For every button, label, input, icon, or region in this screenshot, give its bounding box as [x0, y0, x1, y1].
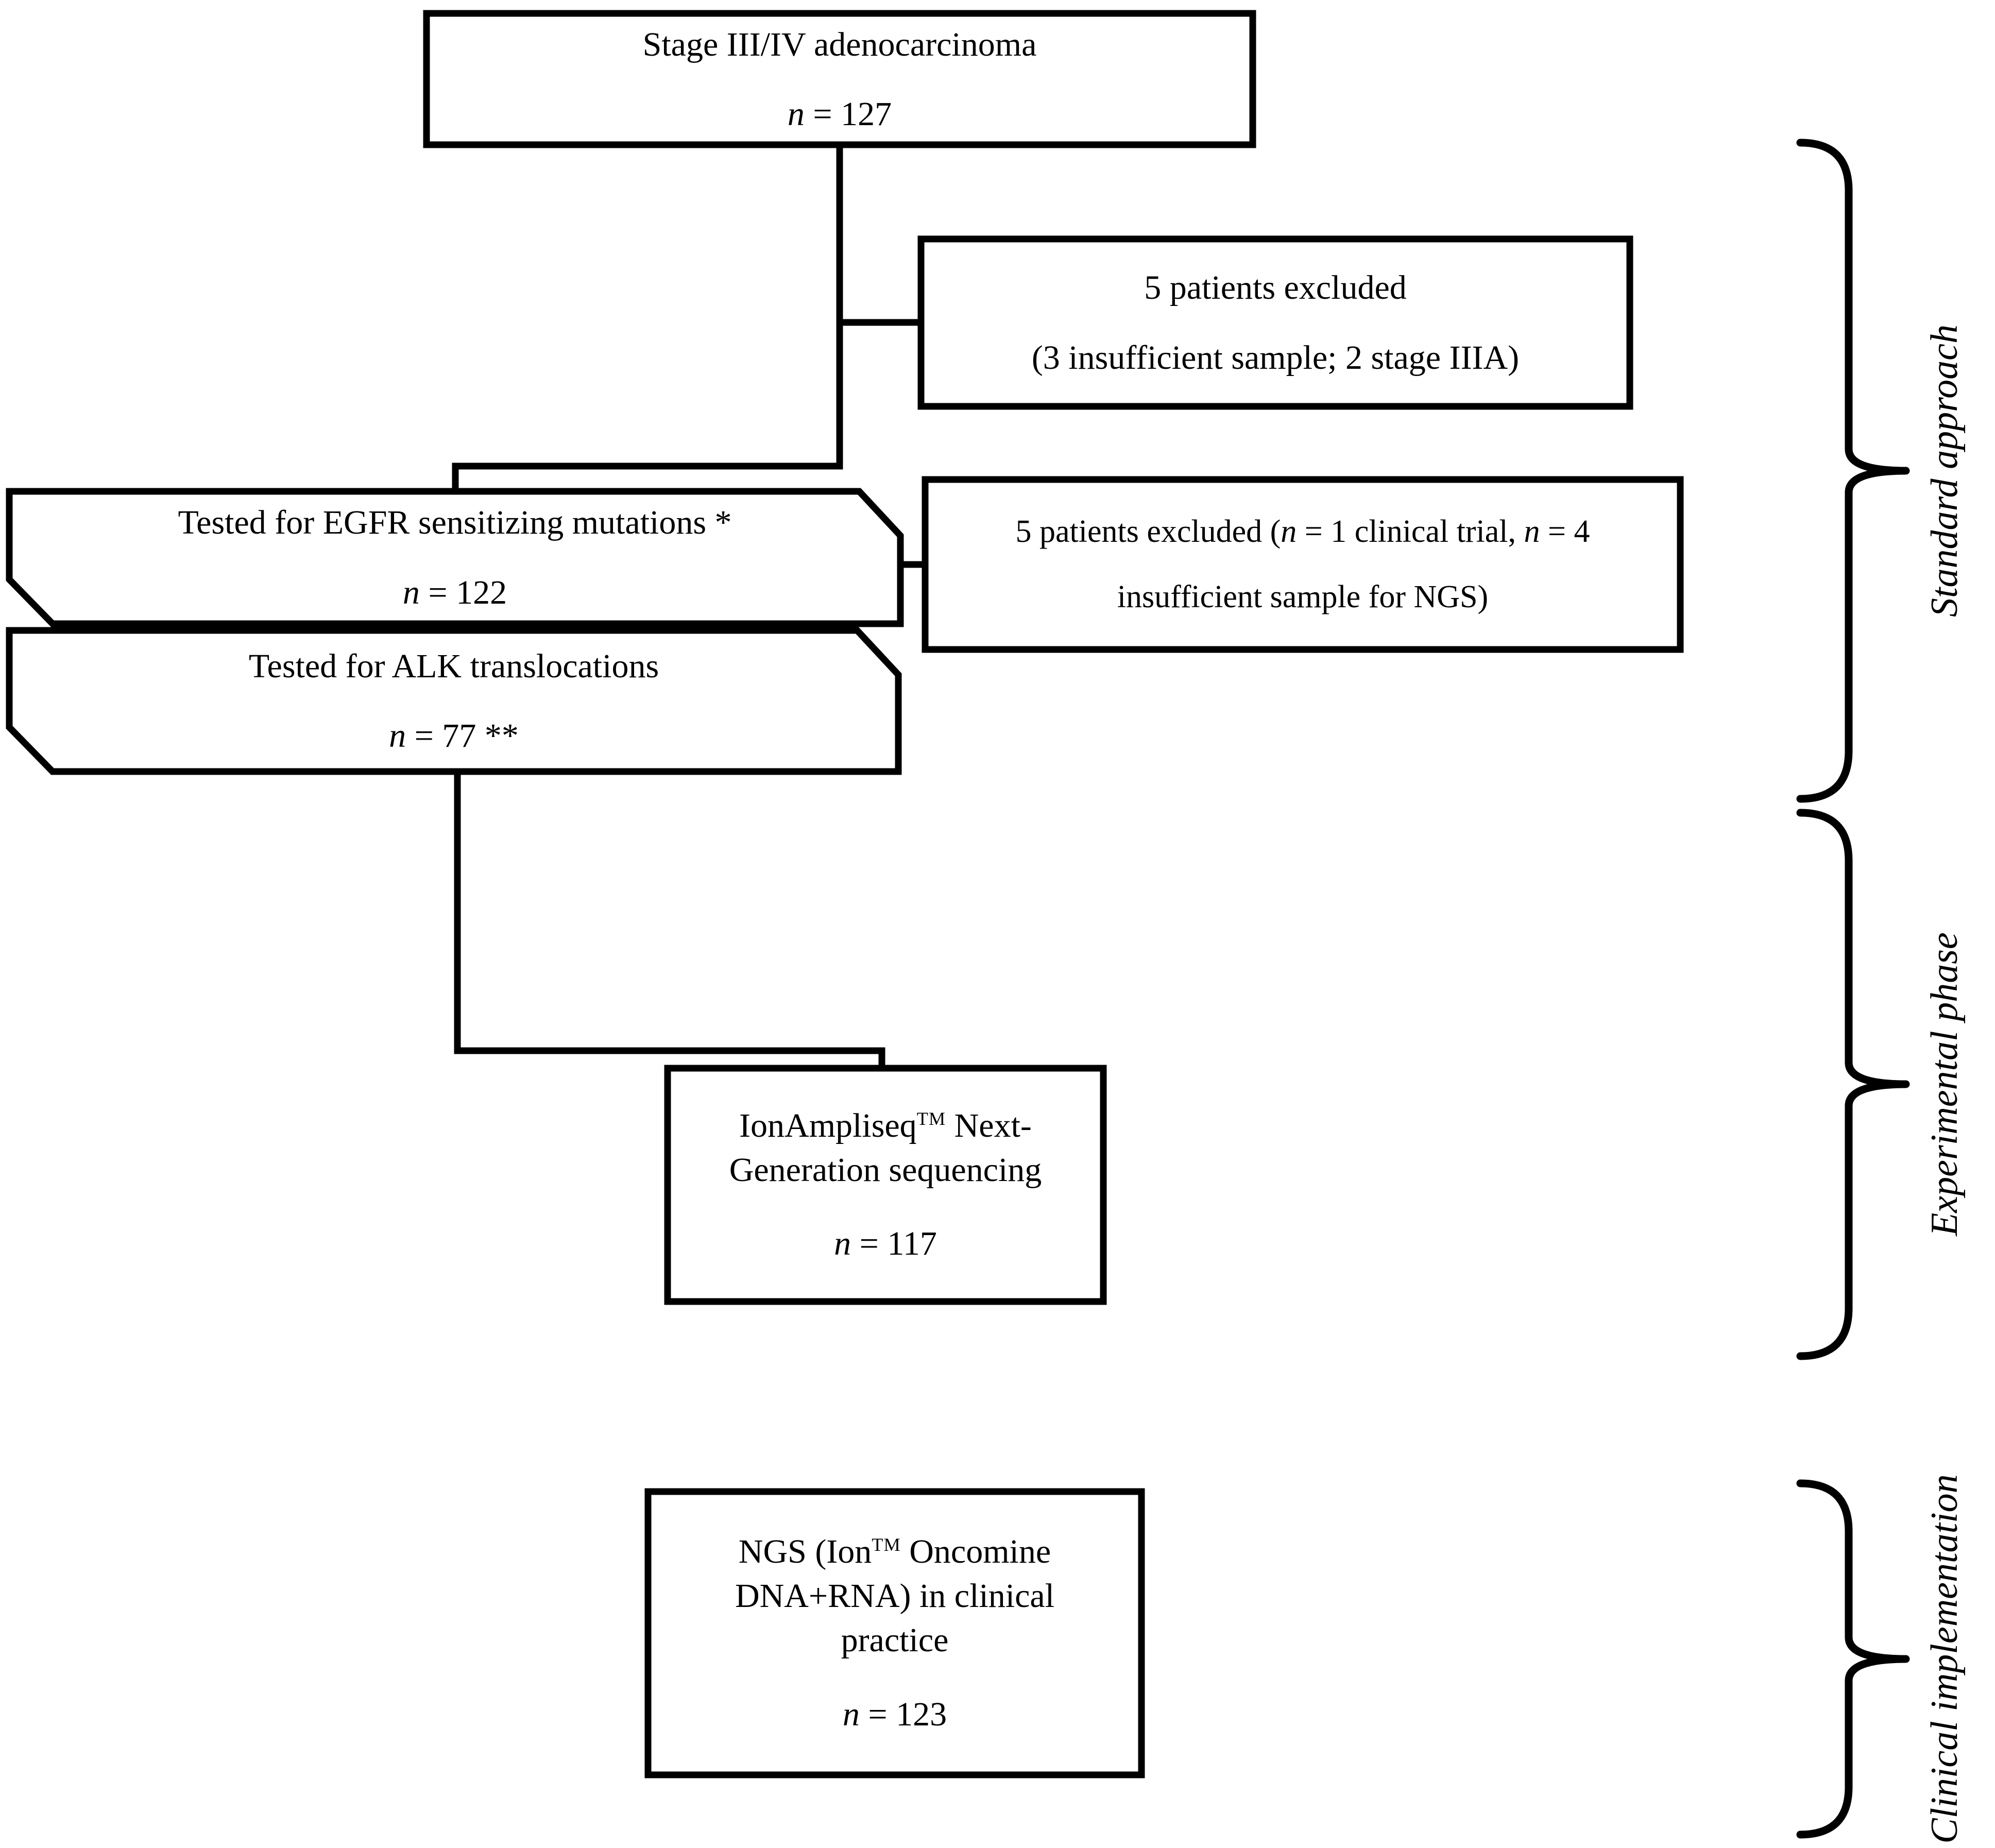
paragraph: 5 patients excluded	[1144, 253, 1407, 322]
text-line: n = 122	[402, 573, 507, 611]
text-line: n = 77 **	[389, 717, 519, 755]
paragraph: n = 127	[788, 79, 892, 149]
text-line: 5 patients excluded	[1144, 269, 1407, 307]
text-line: DNA+RNA) in clinical	[735, 1577, 1055, 1615]
ngs-experimental-box-outline	[664, 1065, 1107, 1305]
text-line: practice	[841, 1621, 949, 1659]
paragraph: n = 123	[843, 1692, 947, 1737]
stage-box-text: Stage III/IV adenocarcinoma n = 127	[430, 17, 1249, 142]
paragraph: n = 77 **	[389, 701, 519, 771]
excluded-standard-box-outline	[917, 235, 1633, 410]
paragraph: 5 patients excluded (n = 1 clinical tria…	[1015, 499, 1590, 630]
brace-experimental-phase	[1796, 809, 1910, 1360]
brace-standard-approach	[1796, 139, 1910, 803]
alk-box-outline	[6, 627, 902, 775]
paragraph: Tested for ALK translocations	[249, 631, 659, 701]
text-line: Stage III/IV adenocarcinoma	[642, 25, 1037, 63]
egfr-box-text: Tested for EGFR sensitizing mutations * n…	[13, 495, 897, 620]
brace-clinical-implementation	[1796, 1479, 1910, 1839]
egfr-box-outline	[6, 488, 904, 627]
text-line: Tested for EGFR sensitizing mutations *	[178, 504, 732, 542]
paragraph: IonAmpliseqTM Next- Generation sequencing	[729, 1104, 1042, 1192]
excluded-ngs-box-outline	[922, 476, 1684, 653]
text-line: (3 insufficient sample; 2 stage IIIA)	[1031, 338, 1520, 377]
text-line: Tested for ALK translocations	[248, 647, 659, 685]
paragraph: n = 117	[834, 1222, 937, 1266]
paragraph: n = 122	[403, 558, 507, 627]
ngs-experimental-box-text: IonAmpliseqTM Next- Generation sequencing…	[671, 1072, 1100, 1298]
connector-alk-to-ngs-experimental	[454, 772, 885, 1070]
text-line: n = 127	[787, 95, 892, 133]
text-line: n = 117	[834, 1225, 937, 1263]
text-line: insufficient sample for NGS)	[1117, 579, 1489, 614]
text-line: 5 patients excluded (n = 1 clinical tria…	[1015, 514, 1590, 549]
stage-box-outline	[423, 10, 1256, 148]
text-line: Generation sequencing	[729, 1151, 1042, 1189]
paragraph: (3 insufficient sample; 2 stage IIIA)	[1032, 323, 1519, 392]
paragraph: Stage III/IV adenocarcinoma	[643, 10, 1037, 79]
text-line: NGS (IonTM Oncomine	[738, 1533, 1051, 1571]
text-line: n = 123	[842, 1695, 947, 1733]
excluded-ngs-box-text: 5 patients excluded (n = 1 clinical tria…	[929, 483, 1677, 646]
excluded-standard-box-text: 5 patients excluded (3 insufficient sampl…	[925, 243, 1626, 403]
ngs-clinical-box-outline	[644, 1488, 1145, 1778]
paragraph: Tested for EGFR sensitizing mutations *	[178, 488, 731, 557]
connector-stage-to-egfr	[452, 148, 843, 489]
phase-label-clinical-implementation: Clinical implementation	[1923, 1474, 1966, 1844]
text-line: IonAmpliseqTM Next-	[739, 1106, 1032, 1144]
alk-box-text: Tested for ALK translocations n = 77 **	[13, 634, 895, 768]
